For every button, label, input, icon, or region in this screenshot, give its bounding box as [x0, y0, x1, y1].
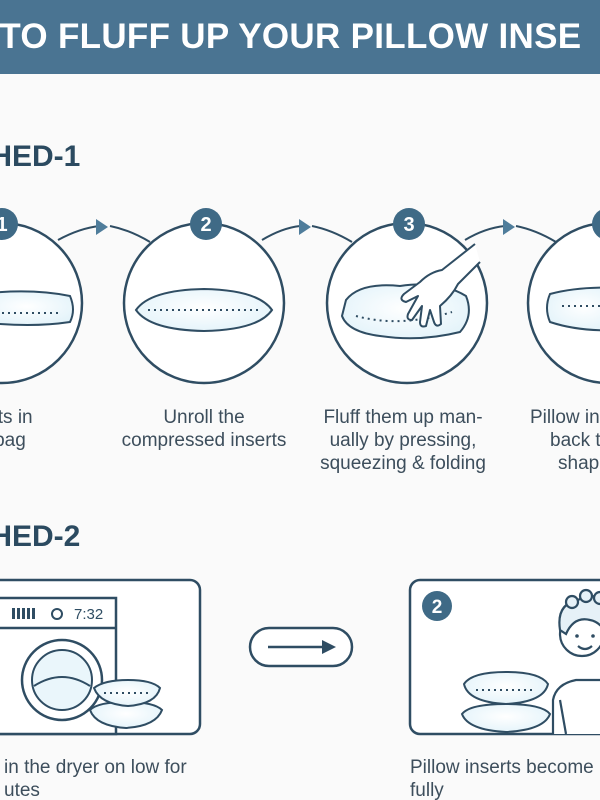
step2-badge	[190, 208, 222, 240]
step2-caption: Unroll the compressed inserts	[121, 407, 287, 451]
arrow-right-icon	[299, 219, 311, 235]
person-icon	[551, 588, 600, 735]
dryer-display: 7:32	[74, 606, 103, 623]
method2-caption-right: Pillow inserts become fully	[410, 757, 594, 800]
method2-step-badge	[422, 591, 452, 621]
method2-caption-left: in the dryer on low for utes	[4, 757, 187, 800]
method2-frame-right	[408, 578, 600, 736]
step4-caption: Pillow in back t shap	[530, 407, 600, 474]
step4-badge	[592, 210, 600, 238]
pillow-icon	[88, 678, 164, 730]
arrow-right-icon	[268, 640, 336, 654]
hand-icon	[400, 243, 481, 328]
pillow-icon	[0, 290, 74, 326]
pillow-icon	[460, 670, 552, 734]
header-banner: W TO FLUFF UP YOUR PILLOW INSE	[0, 0, 600, 74]
pillow-icon	[134, 287, 274, 333]
step1-badge	[0, 208, 18, 240]
pillow-icon	[546, 286, 600, 332]
step1-number: 1	[0, 214, 8, 236]
page-title: W TO FLUFF UP YOUR PILLOW INSE	[0, 17, 582, 56]
method2-step-number: 2	[432, 597, 443, 618]
method2-title: THED-2	[0, 520, 81, 553]
step3-badge	[393, 208, 425, 240]
step3-caption: Fluff them up man- ually by pressing, sq…	[320, 407, 486, 474]
step3-number: 3	[403, 214, 414, 236]
step2-number: 2	[200, 214, 211, 236]
step1-caption: serts in n bag	[0, 407, 33, 451]
arrow-right-icon	[503, 219, 515, 235]
arrow-right-icon	[96, 219, 108, 235]
method1-title: THED-1	[0, 140, 81, 173]
